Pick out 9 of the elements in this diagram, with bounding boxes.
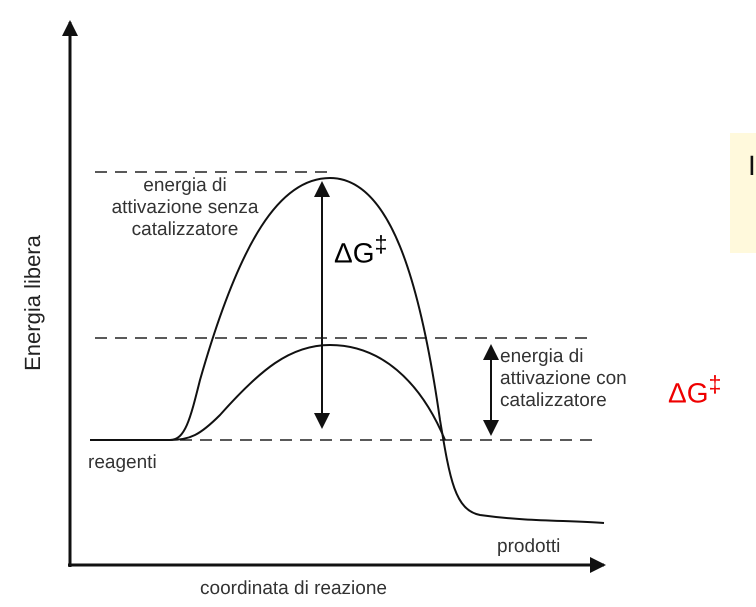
delta-g-symbol: ΔG$^{‡}$ xyxy=(668,370,722,410)
note-text: I xyxy=(748,151,756,181)
delta-g-symbol: ΔG$^{‡}$ xyxy=(334,230,388,270)
curve-label: reagenti xyxy=(88,452,158,474)
axis-title: Energia libera xyxy=(20,234,46,373)
annotation-text: energia di attivazione senza catalizzatore xyxy=(110,175,260,241)
curve-label: prodotti xyxy=(497,536,562,558)
axis-title: coordinata di reazione xyxy=(200,578,388,600)
annotation-text: energia di attivazione con catalizzatore xyxy=(500,346,628,412)
